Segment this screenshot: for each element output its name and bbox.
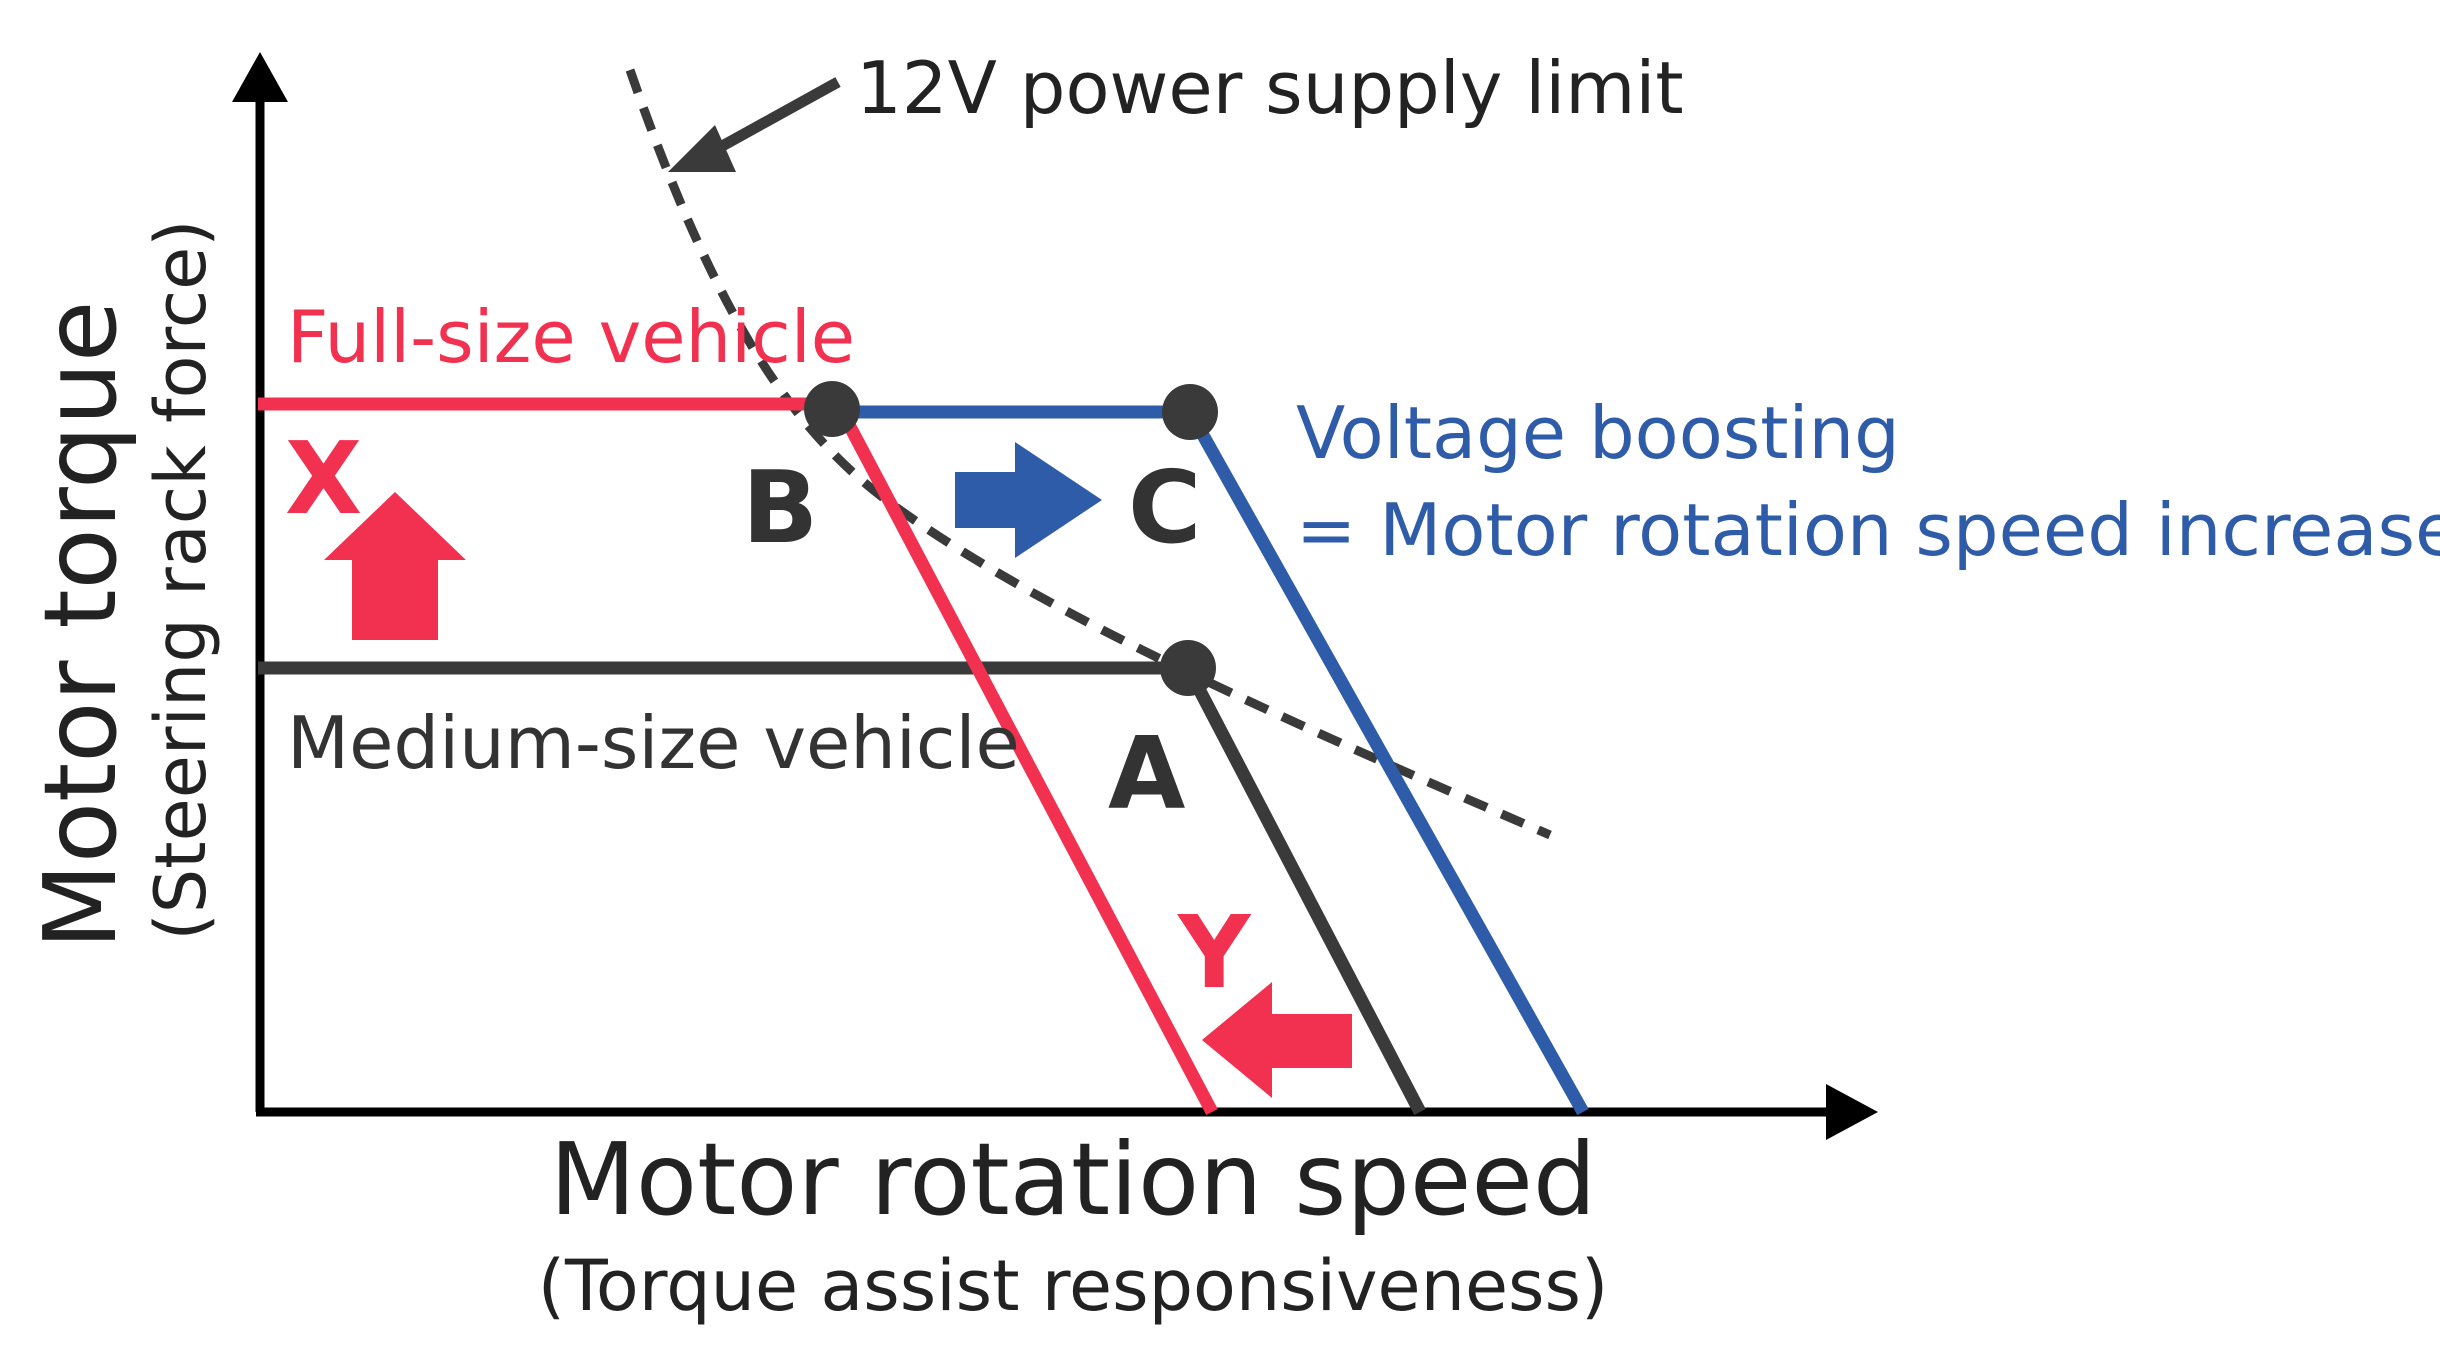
x-axis-title: Motor rotation speed bbox=[550, 1121, 1597, 1238]
full-size-label: Full-size vehicle bbox=[287, 295, 855, 379]
limit-pointer-arrowhead bbox=[668, 125, 736, 172]
point-x-label: X bbox=[285, 420, 362, 537]
point-y-label: Y bbox=[1177, 894, 1252, 1011]
power-limit-curve bbox=[625, 68, 1552, 840]
limit-label: 12V power supply limit bbox=[856, 46, 1684, 130]
boost-arrow bbox=[955, 442, 1102, 558]
y-axis-subtitle: (Steering rack force) bbox=[140, 219, 222, 940]
medium-size-label: Medium-size vehicle bbox=[287, 701, 1020, 785]
y-axis-title: Motor torque bbox=[22, 301, 139, 950]
point-c-label: C bbox=[1128, 449, 1201, 566]
boost-label-line1: Voltage boosting bbox=[1296, 391, 1900, 475]
torque-increase-arrow bbox=[324, 492, 466, 640]
point-a-marker bbox=[1160, 640, 1216, 696]
x-axis-arrowhead bbox=[1826, 1084, 1878, 1140]
limit-pointer-line bbox=[712, 77, 841, 155]
boost-label-line2: = Motor rotation speed increase bbox=[1296, 488, 2440, 572]
point-b-label: B bbox=[742, 449, 818, 566]
point-c-marker bbox=[1162, 384, 1218, 440]
point-b-marker bbox=[804, 381, 860, 437]
x-axis-subtitle: (Torque assist responsiveness) bbox=[538, 1245, 1609, 1327]
y-axis-arrowhead bbox=[232, 52, 288, 102]
point-a-label: A bbox=[1108, 715, 1185, 832]
speed-decrease-arrow bbox=[1202, 982, 1352, 1098]
